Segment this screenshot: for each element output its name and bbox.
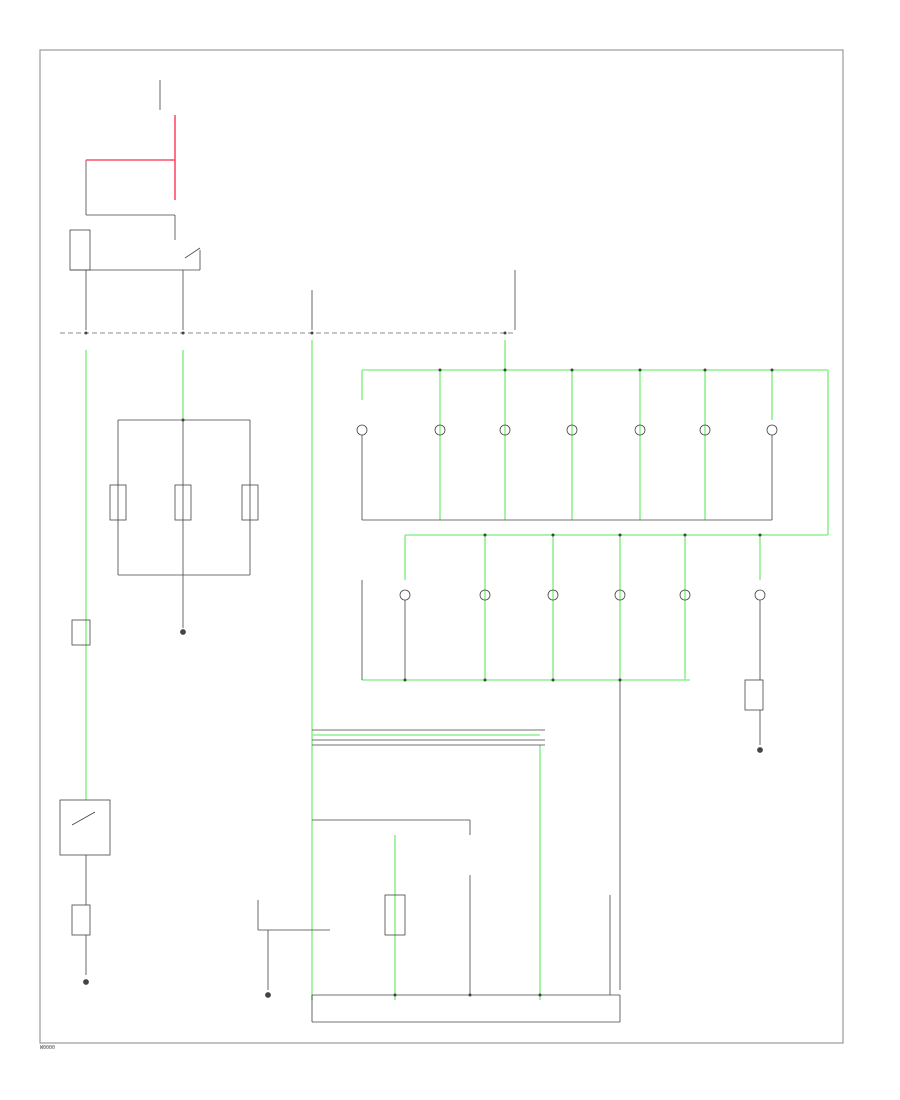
illumination-wires	[85, 340, 829, 1000]
lower-switch-section	[257, 729, 621, 1023]
hot-wire	[86, 115, 176, 200]
page-code: W0000	[40, 1045, 56, 1051]
upper-lamp-row	[356, 424, 778, 521]
lower-lamp-row	[361, 580, 766, 990]
diagram-frame	[39, 49, 844, 1044]
left-column-components	[59, 619, 111, 985]
power-source-section	[69, 80, 516, 330]
splice-points	[84, 331, 774, 997]
center-cluster-group	[109, 419, 259, 635]
